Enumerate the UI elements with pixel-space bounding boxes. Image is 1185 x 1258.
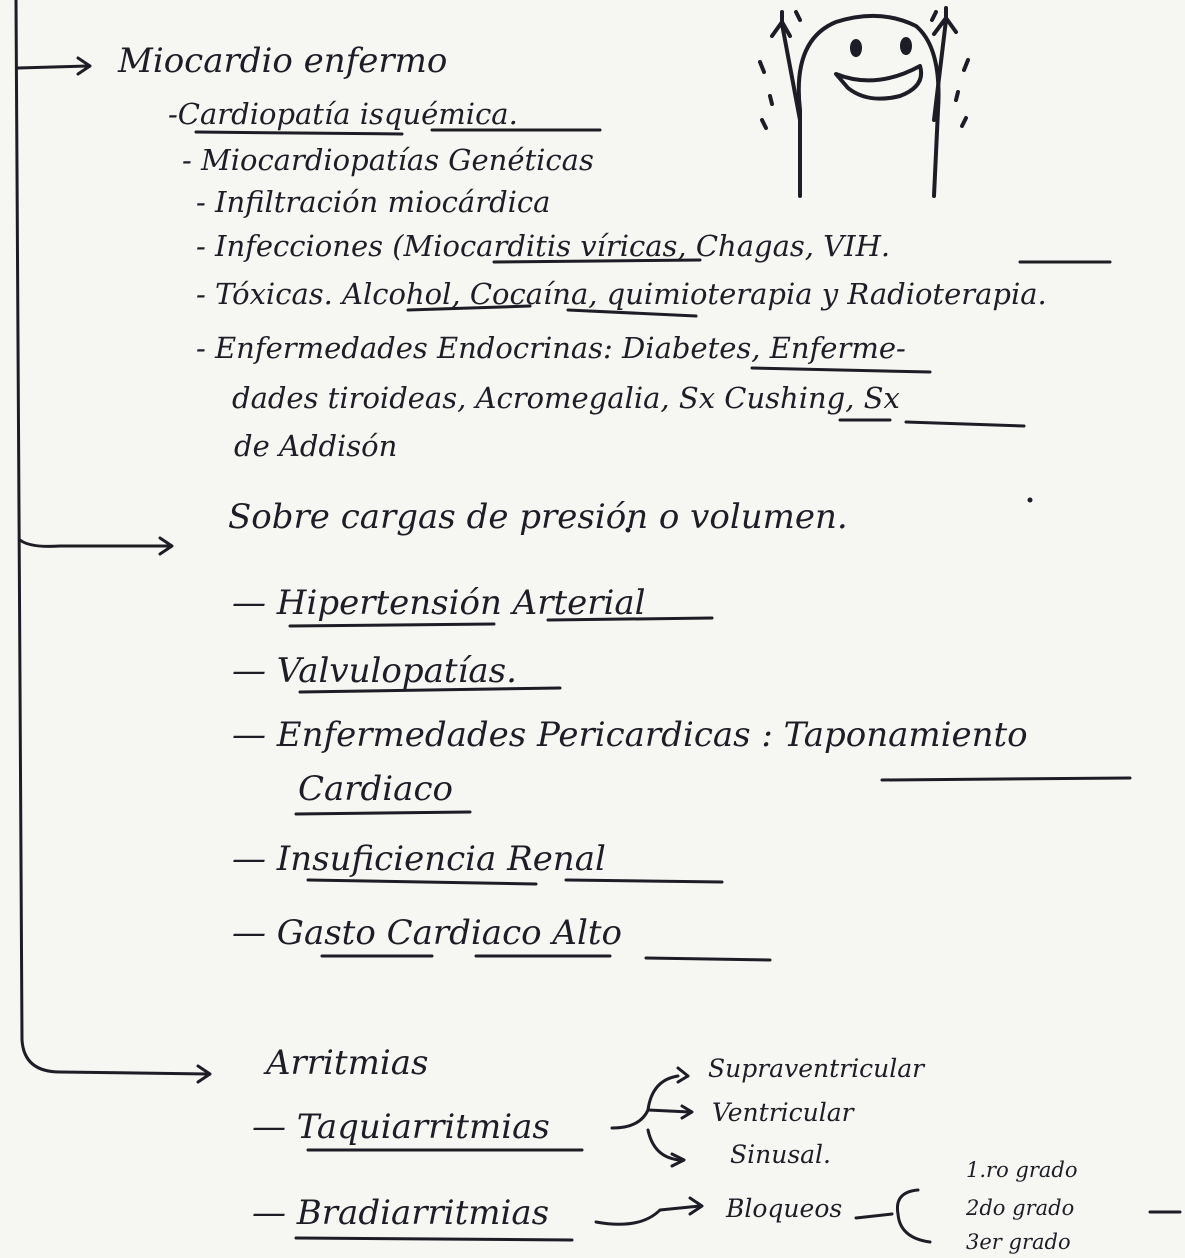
item-bradiarritmias: — Bradiarritmias bbox=[252, 1193, 550, 1233]
bloqueo-grade-3: 3er grado bbox=[966, 1230, 1071, 1254]
item-toxicas: - Tóxicas. Alcohol, Cocaína, quimioterap… bbox=[196, 277, 1047, 311]
item-valvulopatias: — Valvulopatías. bbox=[232, 651, 517, 691]
item-enfermedades-pericardicas: — Enfermedades Pericardicas : Taponamien… bbox=[232, 715, 1028, 755]
item-taquiarritmias: — Taquiarritmias bbox=[252, 1107, 550, 1147]
item-insuficiencia-renal: — Insuficiencia Renal bbox=[232, 839, 606, 879]
item-hipertension-arterial: — Hipertensión Arterial bbox=[232, 583, 646, 623]
heading-sobrecargas: Sobre cargas de presión o volumen. bbox=[228, 497, 848, 537]
item-enfermedades-pericardicas-cont: Cardiaco bbox=[298, 769, 453, 809]
item-enfermedades-endocrinas-cont: dades tiroideas, Acromegalia, Sx Cushing… bbox=[232, 381, 900, 415]
bloqueo-grade-1: 1.ro grado bbox=[966, 1158, 1078, 1182]
item-miocardiopatias-geneticas: - Miocardiopatías Genéticas bbox=[182, 143, 594, 177]
heading-miocardio-enfermo: Miocardio enfermo bbox=[118, 41, 448, 81]
item-infiltracion-miocardica: - Infiltración miocárdica bbox=[196, 185, 551, 219]
taqui-type-supraventricular: Supraventricular bbox=[708, 1054, 925, 1083]
bradi-bloqueos: Bloqueos bbox=[726, 1194, 843, 1223]
doodle-character-icon bbox=[758, 6, 970, 198]
item-cardiopatia-isquemica: -Cardiopatía isquémica. bbox=[168, 97, 518, 131]
item-enfermedades-endocrinas-end: de Addisón bbox=[234, 429, 398, 463]
item-gasto-cardiaco-alto: — Gasto Cardiaco Alto bbox=[232, 913, 622, 953]
taqui-type-sinusal: Sinusal. bbox=[730, 1140, 832, 1169]
heading-arritmias: Arritmias bbox=[266, 1043, 429, 1083]
item-enfermedades-endocrinas: - Enfermedades Endocrinas: Diabetes, Enf… bbox=[196, 331, 906, 365]
bloqueo-grade-2: 2do grado bbox=[966, 1196, 1075, 1220]
item-infecciones: - Infecciones (Miocarditis víricas, Chag… bbox=[196, 229, 891, 263]
taqui-type-ventricular: Ventricular bbox=[712, 1098, 854, 1127]
